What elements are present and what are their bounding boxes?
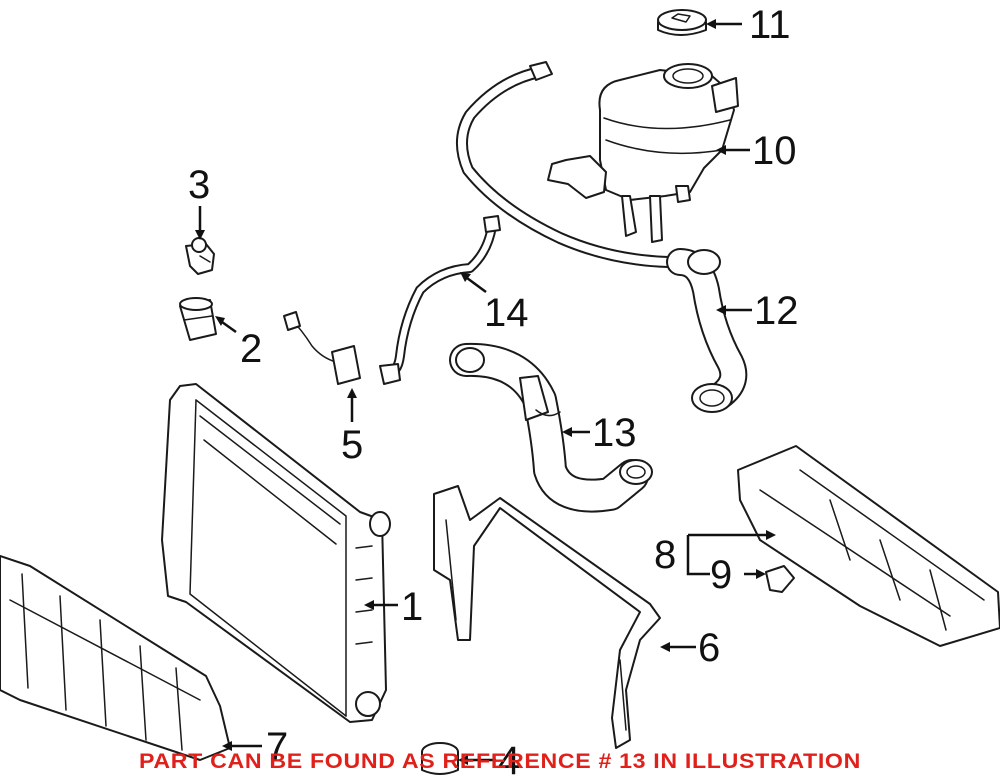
callout-9: 9 bbox=[710, 553, 732, 597]
part-6-air-guide bbox=[433, 485, 661, 749]
callout-1: 1 bbox=[401, 585, 423, 629]
callout-13: 13 bbox=[592, 411, 637, 455]
callout-10: 10 bbox=[752, 129, 797, 173]
part-7-air-guide bbox=[0, 555, 231, 761]
part-2-bushing bbox=[179, 297, 217, 341]
callout-7: 7 bbox=[266, 725, 288, 769]
callout-2: 2 bbox=[240, 327, 262, 371]
callout-14: 14 bbox=[484, 291, 529, 335]
callout-11: 11 bbox=[749, 3, 791, 47]
callout-5: 5 bbox=[341, 423, 363, 467]
callout-3: 3 bbox=[188, 163, 210, 207]
part-9-clip bbox=[765, 565, 795, 593]
part-8-panel bbox=[737, 445, 1000, 647]
part-1-radiator bbox=[161, 383, 391, 723]
part-13-hose bbox=[449, 342, 653, 513]
part-5-sensor bbox=[283, 311, 361, 385]
callout-labels: 11 10 12 14 13 3 2 5 1 6 8 9 7 4 bbox=[188, 3, 799, 777]
part-10-expansion-tank bbox=[547, 63, 739, 243]
callout-12: 12 bbox=[754, 289, 799, 333]
callout-6: 6 bbox=[698, 626, 720, 670]
callout-8: 8 bbox=[654, 533, 676, 577]
part-11-cap bbox=[657, 9, 707, 36]
part-3-mount bbox=[185, 237, 215, 275]
part-14-hose bbox=[379, 215, 501, 385]
part-12-hose bbox=[456, 61, 748, 413]
leader-lines bbox=[195, 19, 776, 765]
callout-4: 4 bbox=[498, 739, 520, 777]
part-4-plug bbox=[421, 742, 459, 775]
reference-note: PART CAN BE FOUND AS REFERENCE # 13 IN I… bbox=[139, 750, 861, 773]
